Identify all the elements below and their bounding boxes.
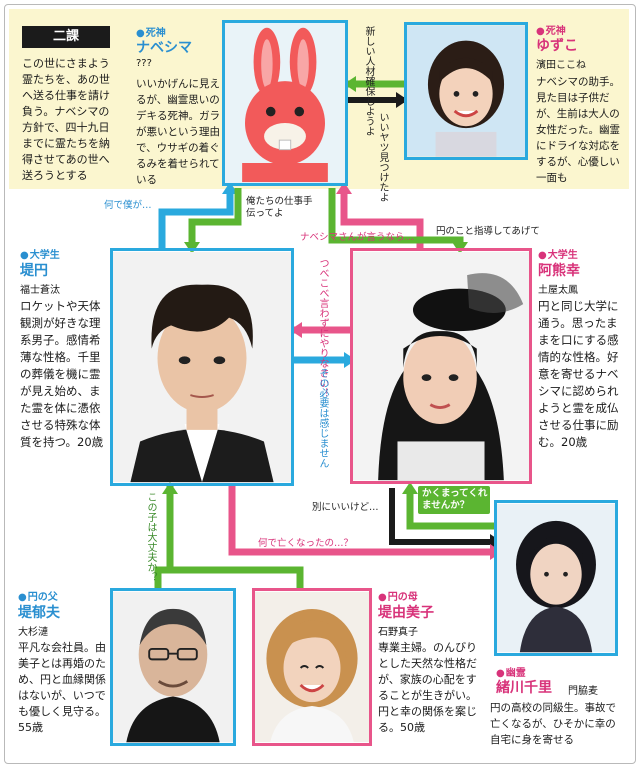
sachi-portrait-image [353, 251, 529, 481]
chart-frame [4, 4, 636, 764]
chisato-photo [494, 500, 618, 656]
label-sachi-to-nabeshima: ナベシマさんが言うなら… [300, 232, 415, 243]
sachi-name: 阿熊幸 [538, 263, 580, 279]
nabeshima-role: 死神 [136, 24, 166, 39]
yuzuko-name: ゆずこ [536, 38, 578, 54]
rabbit-costume-image [225, 23, 345, 183]
yumiko-description: 専業主婦。のんびりとした天然な性格だが、家族の心配をすることが生きがい。円と幸の… [378, 641, 477, 734]
yuzuko-actor: 濱田ここね [536, 60, 586, 71]
ikuo-role: 円の父 [18, 588, 58, 603]
sachi-description: 円と同じ大学に通う。思ったままを口にする感情的な性格。好意を寄せるナベシマに認め… [538, 299, 619, 449]
madoka-description: ロケットや天体観測が好きな理系男子。感情希薄な性格。千里の葬儀を機に霊が見え始め… [20, 299, 104, 449]
madoka-actor: 福士蒼汰 [20, 285, 60, 296]
chisato-description: 円の高校の同級生。事故で亡くなるが、ひそかに幸の自宅に身を寄せる [490, 702, 616, 746]
yumiko-name: 堤由美子 [378, 605, 434, 621]
nabeshima-name: ナベシマ [136, 40, 192, 56]
sachi-photo [350, 248, 532, 484]
label-ikuo-to-madoka: この子は大丈夫か？ [145, 492, 156, 582]
ikuo-photo [110, 588, 236, 746]
ikuo-portrait-image [113, 591, 233, 743]
chisato-name: 緒川千里 [496, 680, 552, 696]
label-chisato-to-sachi: かくまってくれませんか？ [422, 488, 488, 511]
label-nabeshima-to-madoka: 俺たちの仕事手伝ってよ [246, 196, 313, 219]
label-madoka-to-nabeshima: 何で僕が… [104, 200, 152, 211]
label-yuzuko-to-nabeshima: 新しい人材確保しようよ [363, 26, 374, 136]
chisato-role: 幽霊 [496, 664, 526, 679]
madoka-name: 堤円 [20, 263, 48, 279]
sachi-role: 大学生 [538, 246, 578, 261]
label-madoka-to-sachi: その必要は感じません [317, 368, 328, 468]
yuzuko-description: ナベシマの助手。見た目は子供だが、生前は大人の女性だった。幽霊にドライな対応をす… [536, 76, 620, 184]
label-sachi-to-madoka: つべこべ言わずにやりなさい！ [316, 258, 328, 398]
yuzuko-portrait-image [407, 25, 525, 157]
madoka-photo [110, 248, 294, 486]
madoka-role: 大学生 [20, 246, 60, 261]
yuzuko-photo [404, 22, 528, 160]
section-description: この世にさまよう霊たちを、あの世へ送る仕事を請け負う。ナベシマの方針で、四十九日… [22, 57, 110, 182]
yuzuko-role: 死神 [536, 22, 566, 37]
label-nabeshima-to-sachi: 円のこと指導してあげて [436, 226, 540, 237]
yumiko-actor: 石野真子 [378, 627, 418, 638]
yumiko-role: 円の母 [378, 588, 418, 603]
ikuo-name: 堤郁夫 [18, 605, 60, 621]
ikuo-actor: 大杉漣 [18, 627, 48, 638]
yumiko-portrait-image [255, 591, 369, 743]
nabeshima-photo [222, 20, 348, 186]
ikuo-description: 平凡な会社員。由美子とは再婚のため、円と血縁関係はないが、いつでも優しく見守る。… [18, 641, 106, 734]
chisato-request-pill [418, 486, 490, 514]
label-nabeshima-to-yuzuko: いいヤツ見つけたよ [377, 112, 388, 202]
yumiko-photo [252, 588, 372, 746]
sachi-actor: 土屋太鳳 [538, 285, 578, 296]
label-sachi-to-chisato: 別にいいけど… [312, 502, 379, 513]
nabeshima-actor: ??? [136, 58, 152, 69]
chisato-actor: 門脇麦 [568, 686, 598, 697]
section-label: 二課 [22, 26, 110, 48]
madoka-portrait-image [113, 251, 291, 483]
chisato-portrait-image [497, 503, 615, 653]
label-madoka-to-chisato: 何で亡くなったの…？ [258, 538, 354, 549]
nabeshima-description: いいかげんに見えるが、幽霊思いのデキる死神。ガラが悪いという理由で、ウサギの着ぐ… [136, 78, 220, 186]
